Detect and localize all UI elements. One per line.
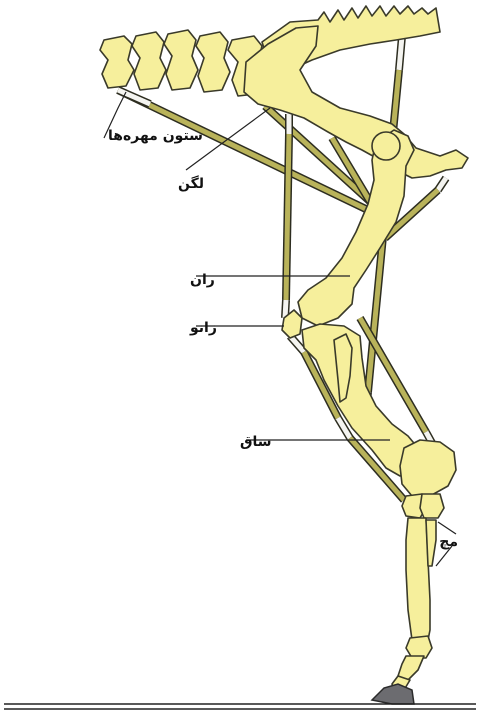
vertebrae: [100, 30, 264, 96]
pelvis: [244, 26, 468, 178]
hock: [400, 440, 456, 496]
vertebra-1: [100, 36, 134, 88]
leader-cannon-upper: [438, 522, 456, 534]
splint-bone: [426, 520, 436, 566]
fetlock: [406, 636, 432, 658]
hoof: [372, 684, 414, 704]
label-spine: ستون مهره‌ها: [108, 128, 203, 144]
label-shank: ساق: [240, 434, 272, 450]
femur-head: [372, 132, 400, 160]
vertebra-4: [196, 32, 230, 92]
muscle-band-pelvis-knee: [285, 114, 289, 318]
label-cannon: مچ: [439, 534, 458, 550]
pastern: [398, 656, 424, 680]
vertebra-3: [164, 30, 198, 90]
tarsal-2: [420, 494, 444, 518]
vertebra-2: [132, 32, 166, 90]
label-pelvis: لگن: [178, 175, 204, 192]
label-thigh: ران: [190, 272, 215, 288]
label-knee: زانو: [189, 320, 217, 336]
